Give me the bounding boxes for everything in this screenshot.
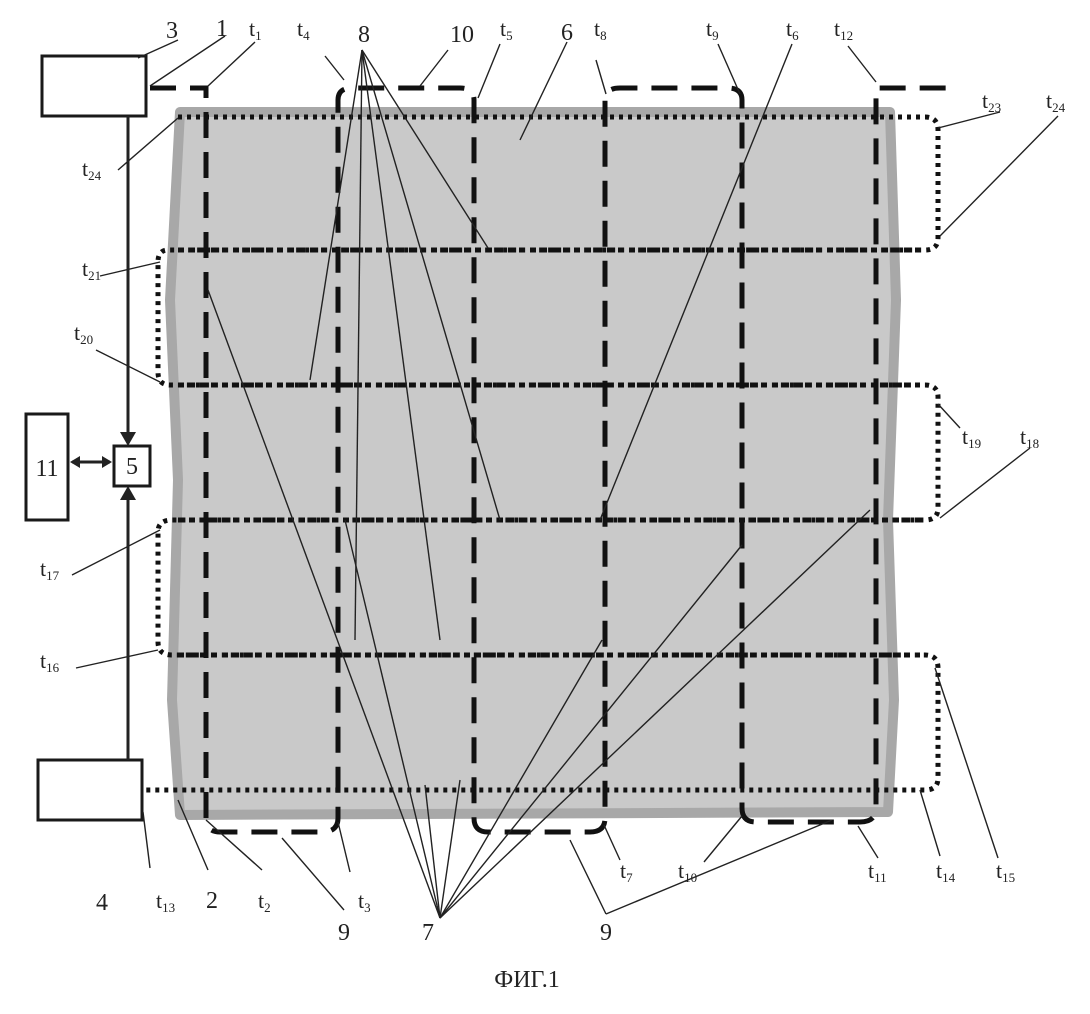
label-t5: t5	[500, 16, 513, 43]
figure-caption: ФИГ.1	[494, 967, 559, 993]
label-t13: t13	[156, 888, 175, 915]
label-6: 6	[561, 20, 573, 46]
label-t14: t14	[936, 858, 956, 885]
label-t3: t3	[358, 888, 371, 915]
label-t23: t23	[982, 88, 1001, 115]
label-t8: t8	[594, 16, 607, 43]
label-t15: t15	[996, 858, 1015, 885]
label-t19: t19	[962, 424, 981, 451]
label-t1: t1	[249, 16, 262, 43]
label-4: 4	[96, 890, 108, 916]
block-3	[42, 56, 146, 116]
block-4	[38, 760, 142, 820]
label-7: 7	[422, 920, 434, 946]
label-10: 10	[450, 22, 474, 48]
label-8: 8	[358, 22, 370, 48]
arrow-up-icon	[120, 486, 136, 500]
label-t9: t9	[706, 16, 719, 43]
label-t20: t20	[74, 320, 93, 347]
label-t21: t21	[82, 256, 101, 283]
grey-panel	[170, 112, 896, 815]
label-t10: t10	[678, 858, 697, 885]
label-9-right: 9	[600, 920, 612, 946]
label-t4: t4	[297, 16, 310, 43]
arrow-down-icon	[120, 432, 136, 446]
label-t11: t11	[868, 858, 887, 885]
label-3: 3	[166, 18, 178, 44]
label-t18: t18	[1020, 424, 1039, 451]
label-t7: t7	[620, 858, 633, 885]
label-t24b: t24	[1046, 88, 1066, 115]
label-t12: t12	[834, 16, 853, 43]
signal-lines	[70, 116, 136, 760]
label-9-left: 9	[338, 920, 350, 946]
label-t24a: t24	[82, 156, 102, 183]
block-5-label: 5	[126, 454, 138, 480]
arrow-left-icon	[70, 456, 80, 468]
label-t16: t16	[40, 648, 60, 675]
arrow-right-icon	[102, 456, 112, 468]
label-1: 1	[216, 16, 228, 42]
label-t17: t17	[40, 556, 60, 583]
label-t6: t6	[786, 16, 799, 43]
label-t2: t2	[258, 888, 271, 915]
label-2: 2	[206, 888, 218, 914]
block-11-label: 11	[35, 456, 58, 482]
